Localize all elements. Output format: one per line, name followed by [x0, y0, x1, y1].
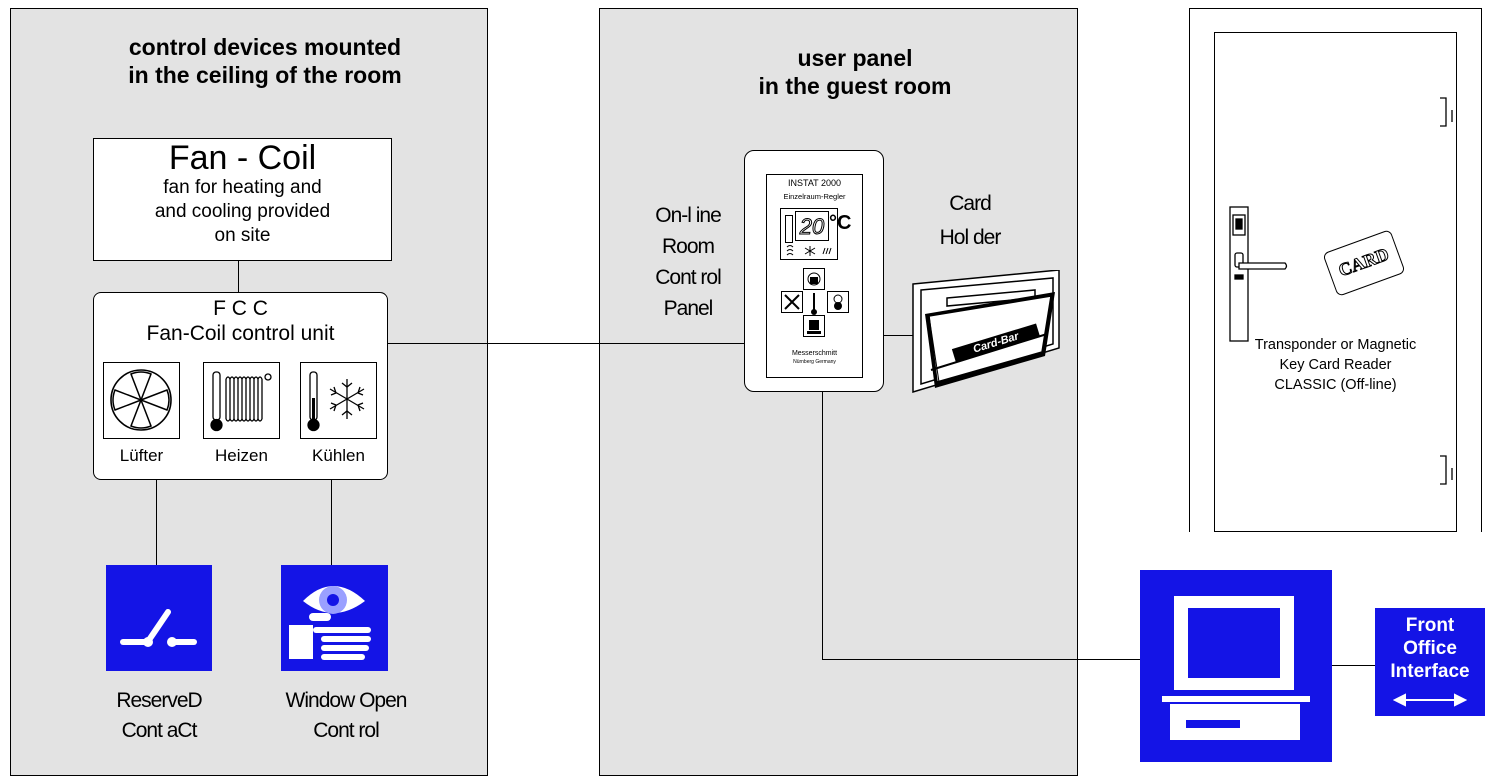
reserved-contact-connector: [156, 480, 157, 565]
guest-room-title-line1: user panel: [797, 45, 913, 71]
device-button-right[interactable]: [827, 291, 849, 313]
panel-to-pc-line: [822, 659, 1140, 660]
panel-down-line: [822, 392, 823, 660]
device-maker: Messerschmitt: [791, 350, 838, 357]
thermometer-snowflake-icon: [300, 362, 377, 439]
display-side-bar: [785, 215, 793, 243]
reserved-contact-line1: ReservеD: [116, 689, 202, 712]
fan-coil-line2: and cooling provided: [154, 201, 331, 222]
device-button-left[interactable]: [781, 291, 803, 313]
guest-room-panel-title: user panel in the guest room: [690, 44, 1020, 100]
front-office-interface: Front Office Interface: [1375, 608, 1485, 716]
reader-line2: Key Card Reader: [1279, 357, 1392, 373]
card-holder-line1: Card: [949, 192, 992, 215]
card-reader-description: Transponder or Magnetic Key Card Reader …: [1214, 335, 1457, 395]
fcc-subtitle: Fan-Coil control unit: [146, 322, 335, 345]
heating-label: Heizen: [215, 446, 268, 465]
reader-line3: CLASSIC (Off-line): [1274, 377, 1397, 393]
fan-coil-description: fan for heating and and cooling provided…: [93, 176, 392, 248]
pc-to-front-office-line: [1332, 665, 1375, 666]
device-maker-location: Nürnberg Germany: [793, 359, 836, 365]
double-arrow-icon: [1393, 693, 1467, 707]
front-office-line2: Office: [1403, 638, 1457, 659]
device-brand: INSTAT 2000: [787, 178, 842, 188]
device-button-bottom[interactable]: [803, 315, 825, 337]
device-model: Einzelraum-Regler: [783, 192, 846, 201]
front-office-line1: Front: [1405, 615, 1455, 636]
guest-room-panel: [599, 8, 1078, 776]
door-wall-right: [1481, 8, 1482, 532]
window-open-connector: [331, 480, 332, 565]
thermometer-icon: [810, 292, 818, 316]
window-open-label: Window Open Cont rol: [251, 686, 441, 746]
switch-contact-icon: [106, 565, 212, 671]
reserved-contact-line2: Cont aCt: [121, 719, 198, 742]
fan-coil-line3: on site: [214, 225, 271, 246]
online-panel-line4: Panel: [663, 297, 714, 320]
display-unit: °C: [829, 212, 852, 234]
ceiling-title-line2: in the ceiling of the room: [128, 62, 402, 88]
window-open-line2: Cont rol: [313, 719, 380, 742]
display-mode-icons: [786, 245, 832, 256]
card-holder-line2: Hol der: [939, 226, 1002, 249]
reserved-contact-label: ReservеD Cont aCt: [96, 686, 222, 746]
door-leaf: [1214, 32, 1457, 532]
eye-hand-icon: [281, 565, 388, 671]
online-panel-label: On-l ine Room Cont rol Panel: [626, 200, 750, 324]
hinge-top: [1437, 96, 1455, 128]
reader-line1: Transponder or Magnetic: [1254, 337, 1417, 353]
door-wall-top: [1189, 8, 1482, 9]
fan-icon: [103, 362, 180, 439]
fan-label: Lüfter: [119, 446, 164, 465]
key-card-reader: [1229, 206, 1288, 342]
fan-coil-fcc-connector: [238, 261, 239, 292]
display-value: 20: [795, 211, 829, 241]
ceiling-panel-title: control devices mounted in the ceiling o…: [10, 33, 520, 89]
online-panel-line2: Room: [661, 235, 715, 258]
front-office-line3: Interface: [1390, 661, 1470, 682]
ceiling-title-line1: control devices mounted: [128, 34, 402, 60]
device-button-top[interactable]: [803, 268, 825, 290]
pc-icon: [1140, 570, 1332, 762]
card-holder: [912, 270, 1060, 394]
cooling-label: Kühlen: [312, 446, 365, 465]
fan-coil-title: Fan - Coil: [168, 139, 317, 177]
fan-coil-line1: fan for heating and: [163, 177, 322, 198]
guest-room-title-line2: in the guest room: [758, 73, 952, 99]
fcc-to-panel-line: [388, 343, 744, 344]
online-panel-line3: Cont rol: [655, 266, 722, 289]
window-open-line1: Window Open: [285, 689, 408, 712]
fan-coil-box: [93, 138, 392, 261]
hinge-bottom: [1437, 454, 1455, 486]
door-wall-left: [1189, 8, 1190, 532]
fcc-title: F C C: [213, 297, 268, 320]
front-office-text: Front Office Interface: [1375, 614, 1485, 683]
card-holder-label: Card Hol der: [910, 187, 1030, 255]
heating-coil-icon: [203, 362, 280, 439]
panel-to-card-holder-line: [884, 335, 914, 336]
online-panel-line1: On-l ine: [655, 204, 722, 227]
